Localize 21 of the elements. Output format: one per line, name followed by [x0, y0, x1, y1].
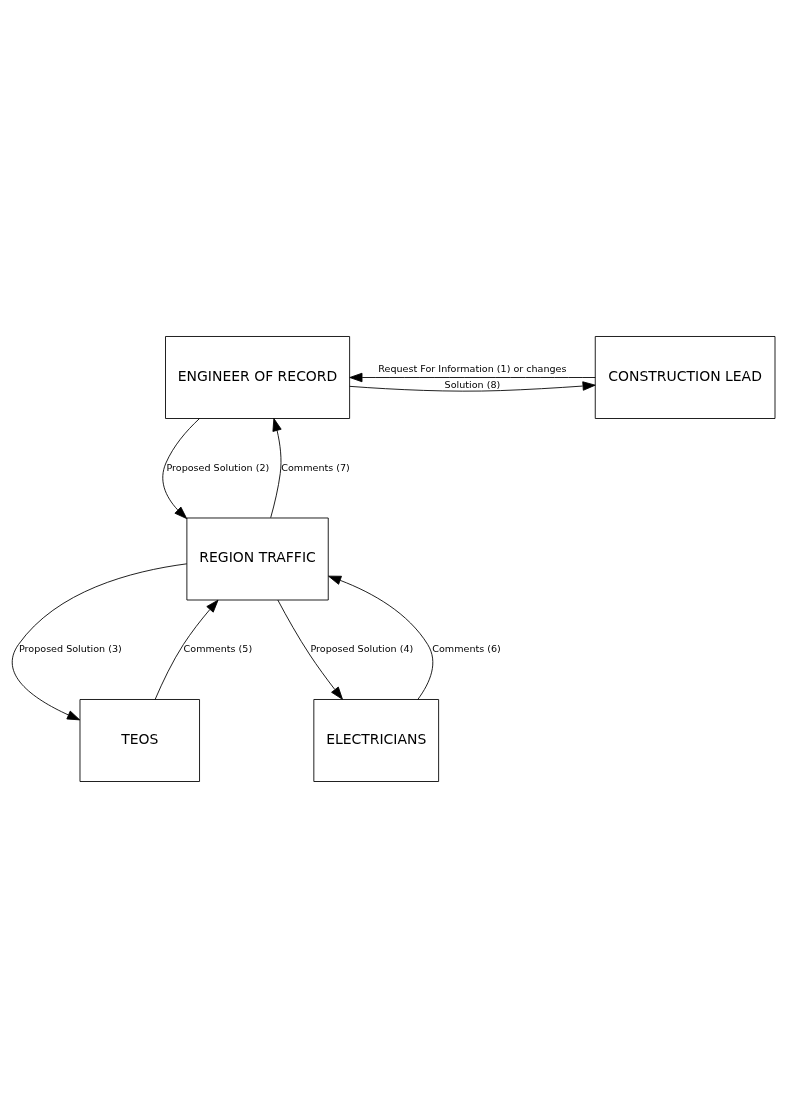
node-box: CONSTRUCTION LEAD: [594, 336, 776, 419]
arrow: [154, 599, 219, 700]
edge-label: Comments (6): [432, 643, 501, 655]
arrow: [277, 599, 343, 700]
arrow: [349, 381, 596, 392]
edge-label: Proposed Solution (2): [166, 461, 270, 473]
edge-label: Request For Information (1) or changes: [378, 363, 567, 375]
edge-label: Comments (7): [281, 461, 350, 473]
arrow: [349, 372, 596, 383]
node-box: ELECTRICIANS: [313, 699, 440, 782]
arrow: [270, 418, 282, 519]
edge-label: Proposed Solution (3): [19, 643, 122, 655]
arrow: [12, 563, 188, 721]
node-box: ENGINEER OF RECORD: [165, 336, 351, 419]
node-box: REGION TRAFFIC: [186, 517, 329, 601]
arrow: [162, 418, 200, 520]
edge-label: Proposed Solution (4): [310, 643, 414, 655]
edge-label: Comments (5): [183, 643, 253, 655]
edge-label: Solution (8): [444, 378, 501, 390]
arrow: [328, 575, 434, 700]
node-box: TEOS: [79, 699, 200, 782]
